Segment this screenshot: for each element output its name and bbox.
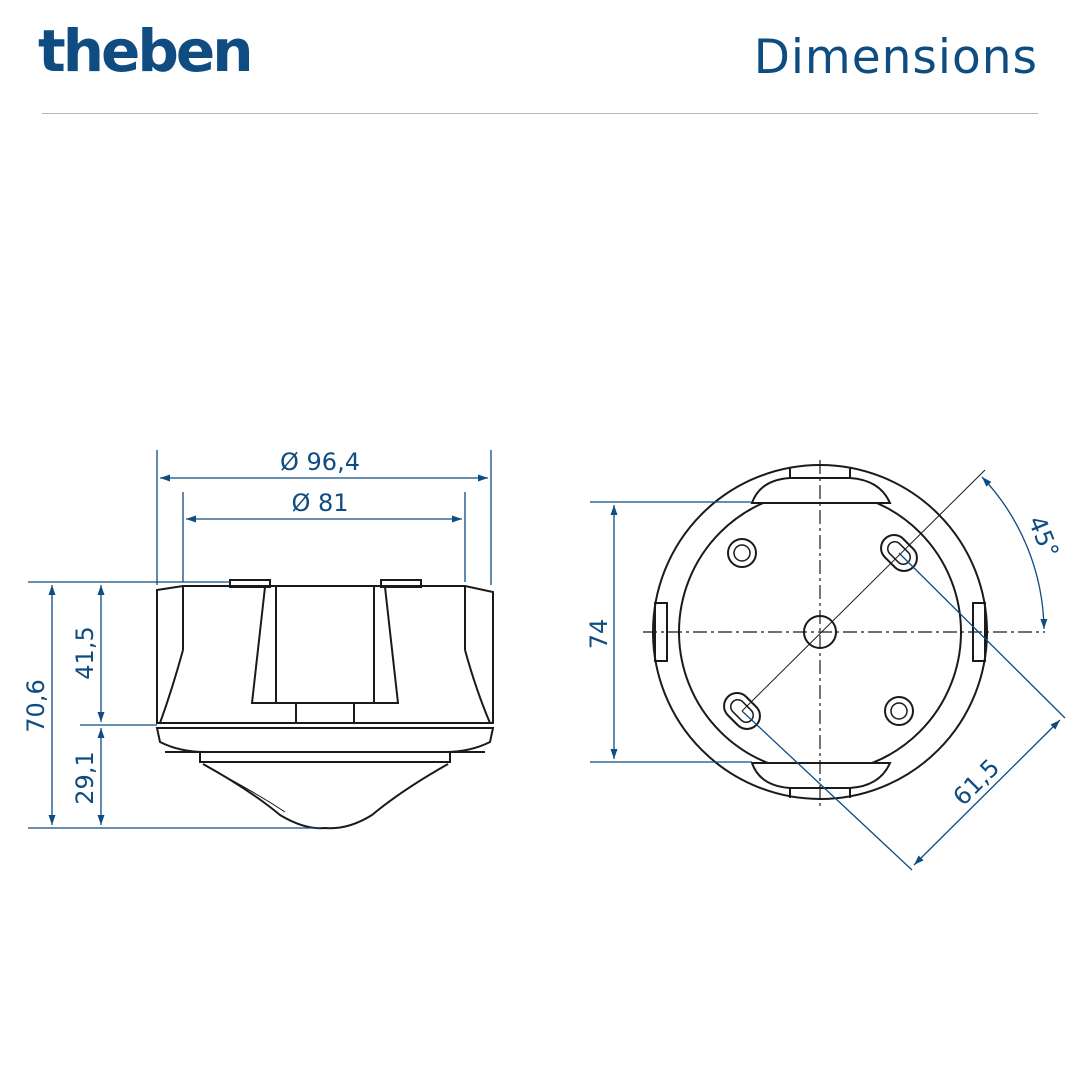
label-outer-diameter: Ø 96,4 (280, 448, 360, 476)
side-body-curve-left (159, 649, 184, 724)
side-ring-lower (199, 752, 451, 763)
top-hole-lower-right (884, 696, 914, 726)
label-upper-height: 41,5 (71, 626, 99, 679)
label-angle: 45° (1022, 512, 1064, 562)
dim-line-hole-spacing (913, 719, 1061, 866)
top-hole-upper-left (727, 538, 757, 568)
side-stem (295, 702, 355, 724)
top-hole-upper-left-inner (733, 544, 751, 562)
label-lower-height: 29,1 (71, 751, 99, 804)
side-dimensions (28, 450, 492, 829)
dim-arc-angle (981, 476, 1048, 630)
side-slot-top-right (380, 579, 422, 588)
top-hole-lower-right-inner (890, 702, 908, 720)
theben-logo: theben (38, 17, 253, 85)
side-view (155, 579, 495, 830)
side-slot-top-left (229, 579, 271, 588)
top-dimensions (590, 469, 1066, 871)
side-lens-inner (212, 769, 286, 813)
label-base-height: 74 (585, 619, 613, 650)
header: theben Dimensions (0, 0, 1080, 116)
side-body-curve-right (464, 649, 491, 724)
header-divider (42, 113, 1038, 114)
page-title: Dimensions (753, 30, 1038, 85)
dim-diagonal-hole-line (741, 469, 986, 712)
side-lens (202, 763, 449, 830)
label-total-height: 70,6 (22, 679, 50, 732)
top-clip-upper (750, 477, 892, 504)
side-ring (155, 727, 495, 753)
label-inner-diameter: Ø 81 (291, 489, 348, 517)
